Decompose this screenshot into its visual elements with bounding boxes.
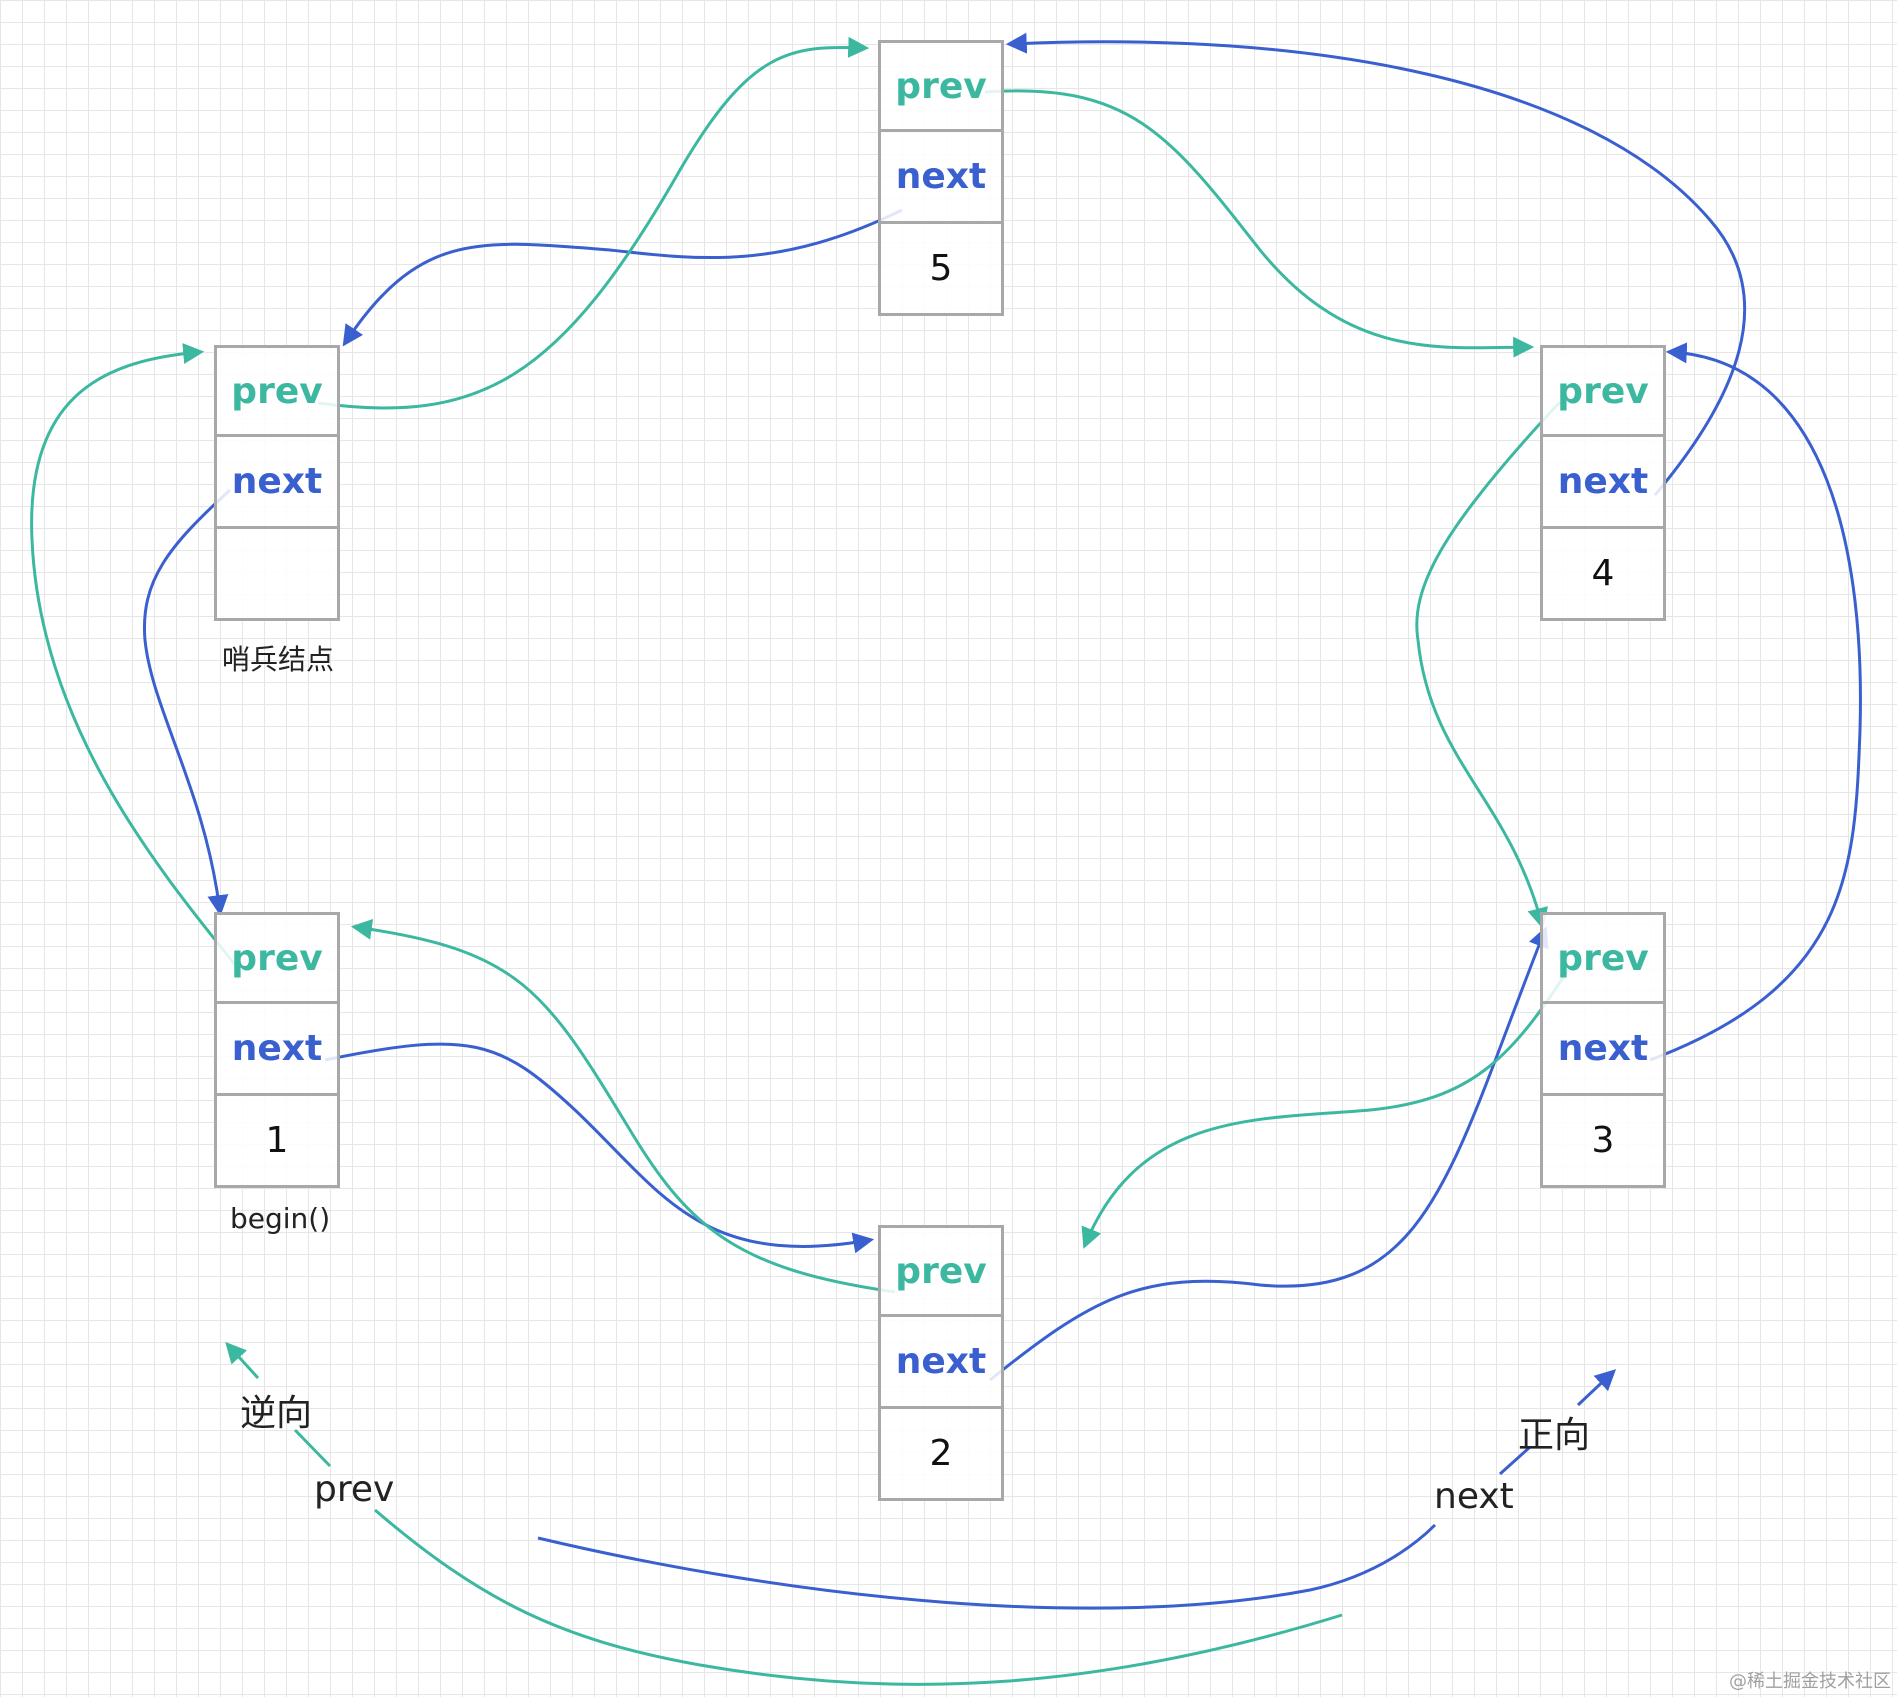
prev-field: prev — [1540, 912, 1666, 1004]
next-label: next — [895, 156, 987, 197]
prev-link-sentinel-to-5 — [317, 36, 870, 410]
forward-direction-arrow-mid — [1498, 1445, 1532, 1476]
node-3: prev next 3 — [1540, 912, 1666, 1188]
prev-field: prev — [214, 345, 340, 437]
node-value: 3 — [1591, 1120, 1615, 1161]
node-5: prev next 5 — [878, 40, 1004, 316]
next-label: next — [1557, 1028, 1649, 1069]
prev-label: prev — [1557, 937, 1649, 979]
reverse-direction-arrow-top — [293, 1428, 332, 1468]
node-value: 5 — [929, 248, 953, 289]
next-field: next — [878, 132, 1004, 224]
reverse-direction-arrow — [374, 1508, 1343, 1686]
value-field: 1 — [214, 1096, 340, 1188]
next-field: next — [878, 1317, 1004, 1409]
prev-label: prev — [1557, 370, 1649, 412]
prev-label: prev — [895, 65, 987, 107]
node-value: 4 — [1591, 553, 1615, 594]
node-value: 2 — [929, 1433, 953, 1474]
next-field: next — [1540, 1004, 1666, 1096]
next-link-5-to-sentinel — [342, 208, 903, 347]
value-field: 5 — [878, 224, 1004, 316]
value-field: 2 — [878, 1409, 1004, 1501]
next-field: next — [214, 437, 340, 529]
next-link-3-to-4 — [1649, 342, 1862, 1062]
next-label: next — [1557, 461, 1649, 502]
prev-label: prev — [231, 937, 323, 979]
prev-field: prev — [1540, 345, 1666, 437]
begin-caption: begin() — [230, 1202, 331, 1235]
next-link-2-to-3 — [989, 926, 1549, 1382]
next-label: next — [231, 1028, 323, 1069]
next-field: next — [1540, 437, 1666, 529]
value-field: 4 — [1540, 529, 1666, 621]
next-link-sentinel-to-1 — [142, 488, 232, 917]
prev-field: prev — [214, 912, 340, 1004]
prev-link-4-to-3 — [1415, 400, 1562, 930]
forward-direction-arrow — [537, 1523, 1437, 1610]
watermark: @稀土掘金技术社区 — [1729, 1671, 1891, 1692]
value-field — [214, 529, 340, 621]
next-field: next — [214, 1004, 340, 1096]
sentinel-node: prev next — [214, 345, 340, 621]
reverse-direction-label: 逆向 — [240, 1393, 313, 1434]
prev-link-2-to-1 — [350, 918, 896, 1294]
prev-field: prev — [878, 1225, 1004, 1317]
node-value: 1 — [265, 1120, 289, 1161]
node-1: prev next 1 — [214, 912, 340, 1188]
reverse-direction-arrow-tip — [225, 1341, 260, 1380]
prev-link-3-to-2 — [1081, 969, 1570, 1249]
forward-direction-label: 正向 — [1518, 1415, 1591, 1456]
prev-label: prev — [895, 1250, 987, 1292]
sentinel-caption: 哨兵结点 — [222, 643, 335, 676]
next-label: next — [231, 461, 323, 502]
prev-link-1-to-sentinel — [30, 343, 239, 968]
node-2: prev next 2 — [878, 1225, 1004, 1501]
value-field: 3 — [1540, 1096, 1666, 1188]
node-4: prev next 4 — [1540, 345, 1666, 621]
prev-link-5-to-4 — [984, 89, 1535, 358]
prev-label: prev — [231, 370, 323, 412]
next-link-4-to-5 — [1005, 32, 1747, 496]
prev-field: prev — [878, 40, 1004, 132]
next-link-1-to-2 — [324, 1042, 875, 1254]
next-label: next — [895, 1341, 987, 1382]
reverse-prev-label: prev — [314, 1469, 395, 1510]
forward-direction-arrow-tip — [1576, 1369, 1617, 1407]
forward-next-label: next — [1434, 1476, 1514, 1517]
